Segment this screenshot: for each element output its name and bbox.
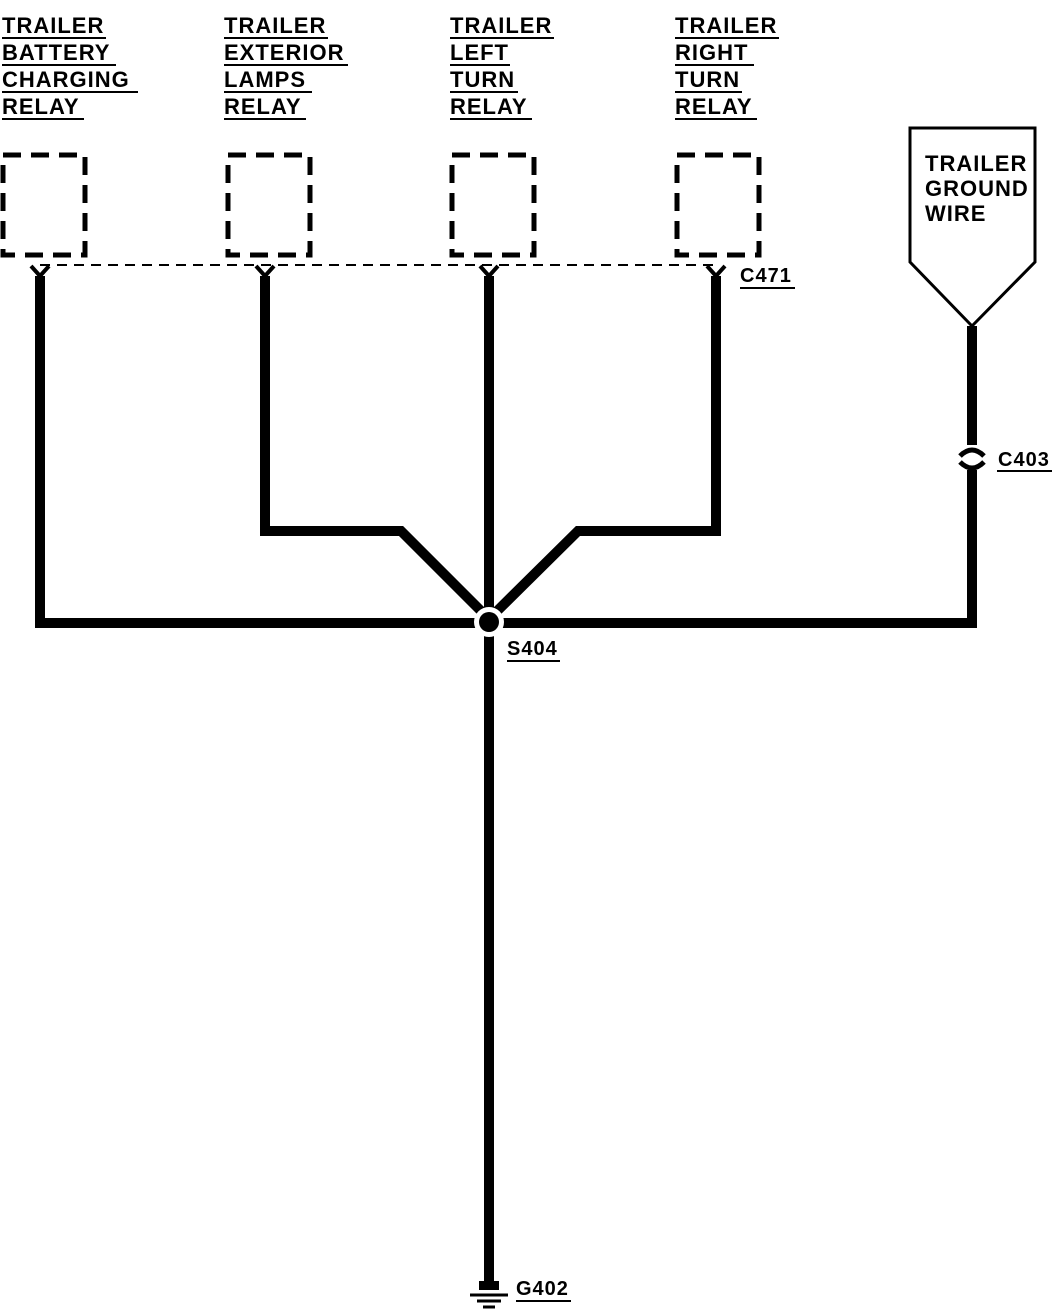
trailer-ground-wire-symbol: [908, 126, 1037, 329]
relay-box-left-turn: [449, 152, 537, 258]
label-line: RELAY: [224, 94, 302, 119]
connector-c403-label: C403: [998, 449, 1050, 471]
ground-wire-label-line: TRAILER: [925, 151, 1027, 176]
component-label-left-turn-relay: TRAILER LEFT TURN RELAY: [450, 13, 554, 120]
ground-wire-label-line: GROUND: [925, 176, 1029, 201]
label-line: TRAILER: [224, 13, 326, 38]
connector-c403-icon: [958, 447, 986, 471]
connector-pin-icon: [254, 264, 276, 279]
label-line: RELAY: [675, 94, 753, 119]
connector-c471-label: C471: [740, 265, 792, 287]
label-line: LEFT: [450, 40, 509, 65]
label-line: RIGHT: [675, 40, 748, 65]
label-line: TRAILER: [675, 13, 777, 38]
ground-g402-label: G402: [516, 1278, 569, 1300]
label-line: BATTERY: [2, 40, 110, 65]
label-line: RELAY: [450, 94, 528, 119]
ground-wires: [35, 276, 977, 1285]
label-line: TRAILER: [2, 13, 104, 38]
ground-wire-label-line: WIRE: [925, 201, 986, 226]
connector-pin-icon: [705, 264, 727, 279]
label-line: TURN: [675, 67, 740, 92]
component-label-battery-charging-relay: TRAILER BATTERY CHARGING RELAY: [2, 13, 138, 120]
ground-g402-icon: [470, 1281, 508, 1309]
relay-box-exterior-lamps: [225, 152, 313, 258]
label-line: CHARGING: [2, 67, 130, 92]
label-line: LAMPS: [224, 67, 306, 92]
component-label-right-turn-relay: TRAILER RIGHT TURN RELAY: [675, 13, 779, 120]
splice-s404-icon: [479, 612, 499, 632]
wire-ground-wire-lower: [490, 470, 977, 628]
connector-pin-icon: [478, 264, 500, 279]
label-line: EXTERIOR: [224, 40, 344, 65]
wire-battery-charging: [35, 276, 488, 628]
label-line: TURN: [450, 67, 515, 92]
splice-s404-label: S404: [507, 638, 558, 660]
relay-box-battery-charging: [0, 152, 88, 258]
component-label-exterior-lamps-relay: TRAILER EXTERIOR LAMPS RELAY: [224, 13, 348, 120]
relay-box-right-turn: [674, 152, 762, 258]
wire-right-turn: [486, 276, 721, 622]
label-line: TRAILER: [450, 13, 552, 38]
wire-exterior-lamps: [260, 276, 492, 622]
label-line: RELAY: [2, 94, 80, 119]
connector-pin-icon: [29, 264, 51, 279]
